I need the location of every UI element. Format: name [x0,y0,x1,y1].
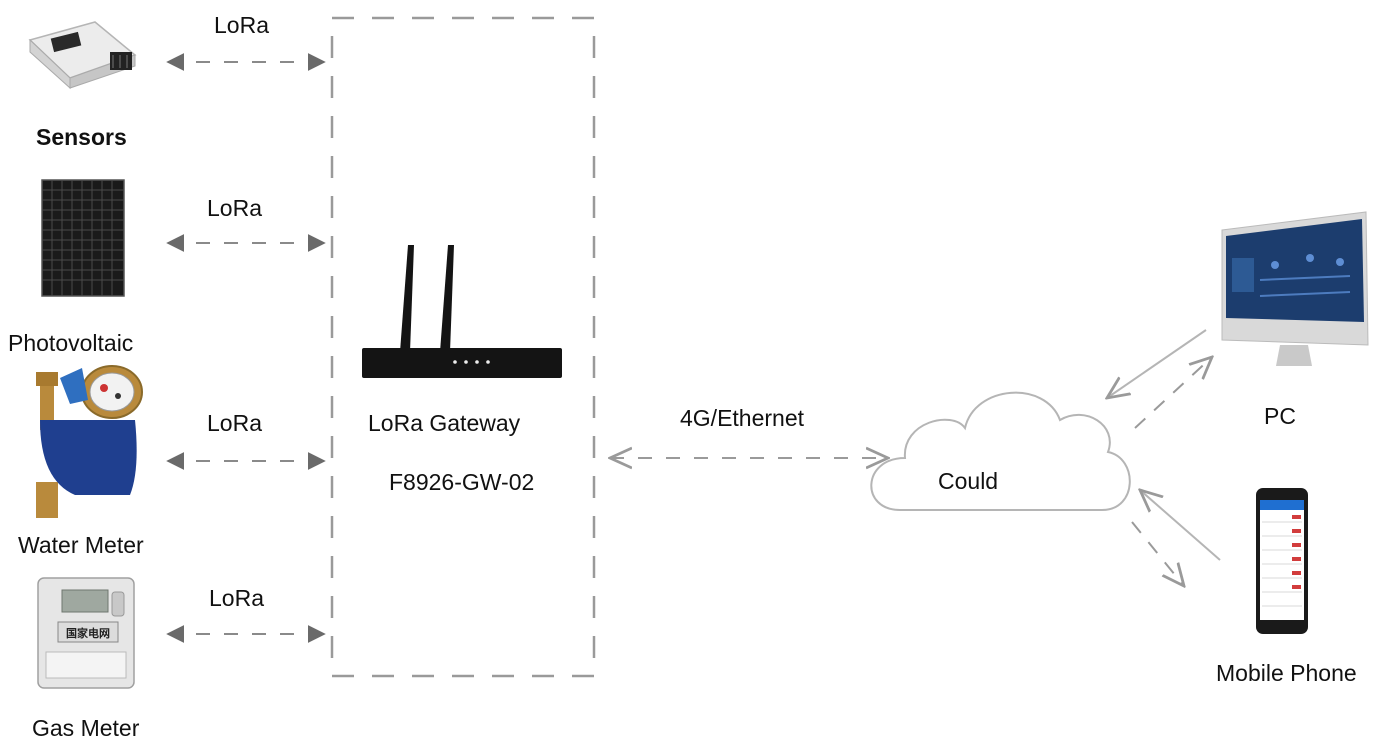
uplink-label: 4G/Ethernet [680,405,805,431]
link-label-sensors: LoRa [214,12,269,38]
device-label-photovoltaic: Photovoltaic [8,330,134,356]
cloud-pc-arrow-up [1134,357,1212,429]
gas-meter-panel-text: 国家电网 [66,626,110,640]
cloud-mobile-arrow-down [1131,521,1184,586]
device-label-sensors: Sensors [36,124,127,150]
client-label-pc: PC [1264,403,1296,429]
water-meter-icon [36,365,143,518]
gateway-router-icon [362,245,562,378]
cloud-shape [870,391,1131,511]
sensor-device-icon [28,21,137,90]
gas-meter-icon: 国家电网 [37,577,135,689]
mobile-phone-icon [1256,488,1308,634]
mobile-cloud-arrow-up [1140,490,1221,561]
pc-cloud-arrow-down [1107,329,1207,398]
client-label-mobile: Mobile Phone [1216,660,1357,686]
link-label-gas-meter: LoRa [209,585,264,611]
device-label-water-meter: Water Meter [18,532,144,558]
link-label-photovoltaic: LoRa [207,195,262,221]
link-label-water-meter: LoRa [207,410,262,436]
solar-panel-icon [41,179,125,297]
cloud-label: Could [938,468,999,494]
gateway-boundary [330,16,596,678]
gateway-name: LoRa Gateway [368,410,521,436]
gateway-model: F8926-GW-02 [389,469,535,495]
device-label-gas-meter: Gas Meter [32,715,140,741]
pc-monitor-icon [1221,211,1369,366]
